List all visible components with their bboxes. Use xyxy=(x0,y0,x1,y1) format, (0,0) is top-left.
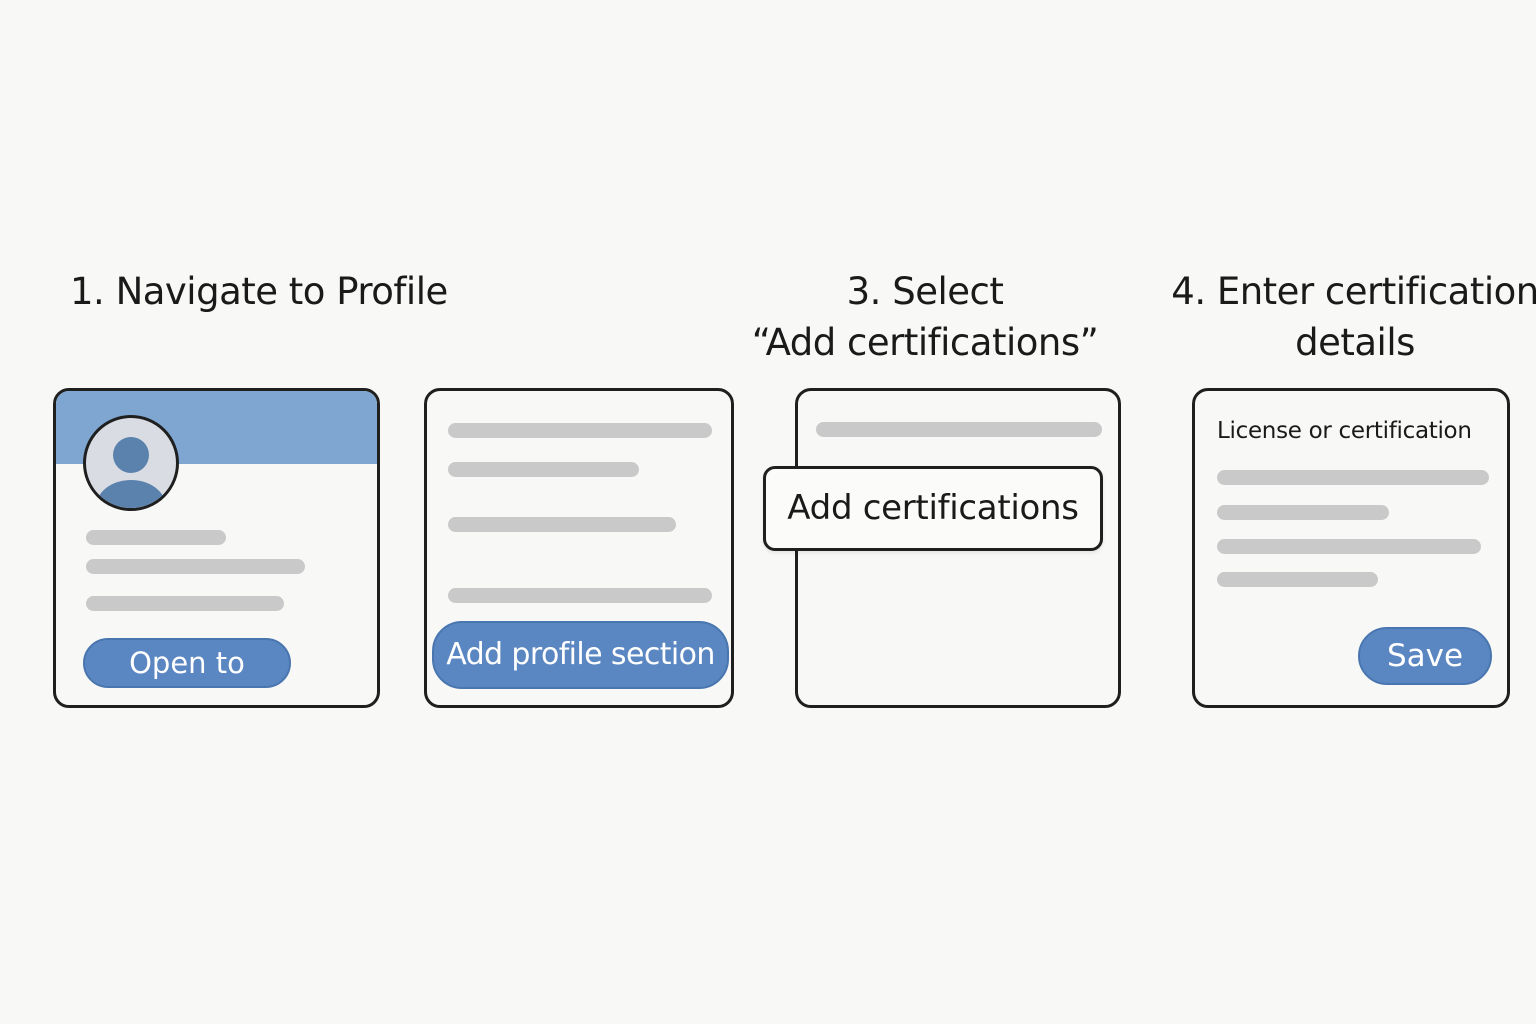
step-3-title-line-2: “Add certifications” xyxy=(751,321,1099,364)
placeholder-line xyxy=(86,530,226,545)
step-3-title: 3. Select “Add certifications” xyxy=(700,266,1150,368)
step-1-title: 1. Navigate to Profile xyxy=(70,266,448,317)
profile-section-card: Add profile section xyxy=(424,388,734,708)
placeholder-line xyxy=(86,596,284,611)
step-1-title-line-1: 1. Navigate to Profile xyxy=(70,270,448,313)
certification-form-card: License or certification Save xyxy=(1192,388,1510,708)
placeholder-line xyxy=(448,423,712,438)
placeholder-line xyxy=(86,559,305,574)
step-3-title-line-1: 3. Select xyxy=(846,270,1004,313)
placeholder-line xyxy=(816,422,1102,437)
step-4-title-line-1: 4. Enter certification xyxy=(1171,270,1536,313)
license-certification-label: License or certification xyxy=(1217,418,1472,444)
user-avatar-icon[interactable] xyxy=(83,415,179,511)
open-to-button[interactable]: Open to xyxy=(83,638,291,688)
avatar-shoulders xyxy=(96,480,166,508)
placeholder-line xyxy=(1217,539,1481,554)
profile-card: Open to xyxy=(53,388,380,708)
placeholder-line xyxy=(448,517,676,532)
placeholder-line xyxy=(448,462,639,477)
placeholder-line xyxy=(1217,470,1489,485)
save-button[interactable]: Save xyxy=(1358,627,1492,685)
placeholder-line xyxy=(1217,572,1378,587)
avatar-head xyxy=(113,437,149,473)
add-certifications-option[interactable]: Add certifications xyxy=(763,466,1103,551)
step-4-title: 4. Enter certification details xyxy=(1160,266,1536,368)
placeholder-line xyxy=(1217,505,1389,520)
step-4-title-line-2: details xyxy=(1295,321,1415,364)
add-profile-section-button[interactable]: Add profile section xyxy=(432,621,729,689)
placeholder-line xyxy=(448,588,712,603)
